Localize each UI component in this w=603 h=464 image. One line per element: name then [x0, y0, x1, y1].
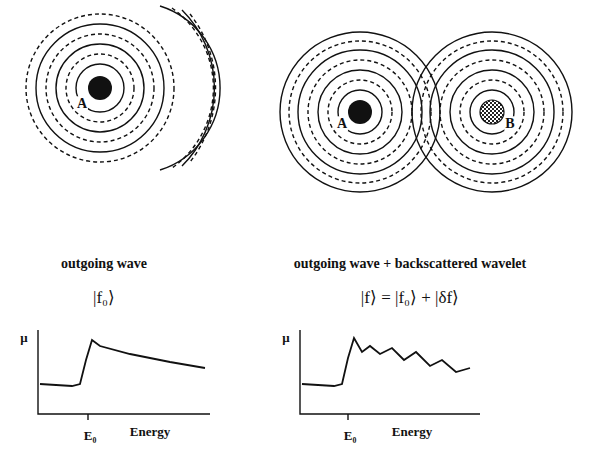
axis-label: Energy: [392, 425, 432, 439]
axis-label: E₀: [344, 429, 357, 443]
axis-label: E₀: [84, 429, 97, 443]
axis-label: μ: [282, 331, 289, 345]
state-formula: |f₀⟩: [93, 289, 115, 308]
panel-caption: outgoing wave + backscattered wavelet: [294, 256, 526, 271]
state-formula: |f⟩ = |f₀⟩ + |δf⟩: [361, 289, 459, 308]
point-label: B: [504, 116, 515, 131]
axis-label: Energy: [130, 425, 170, 439]
point-label: A: [336, 116, 348, 131]
axis-label: μ: [20, 331, 27, 345]
panel-caption: outgoing wave: [61, 256, 147, 271]
point-label: A: [76, 96, 88, 111]
